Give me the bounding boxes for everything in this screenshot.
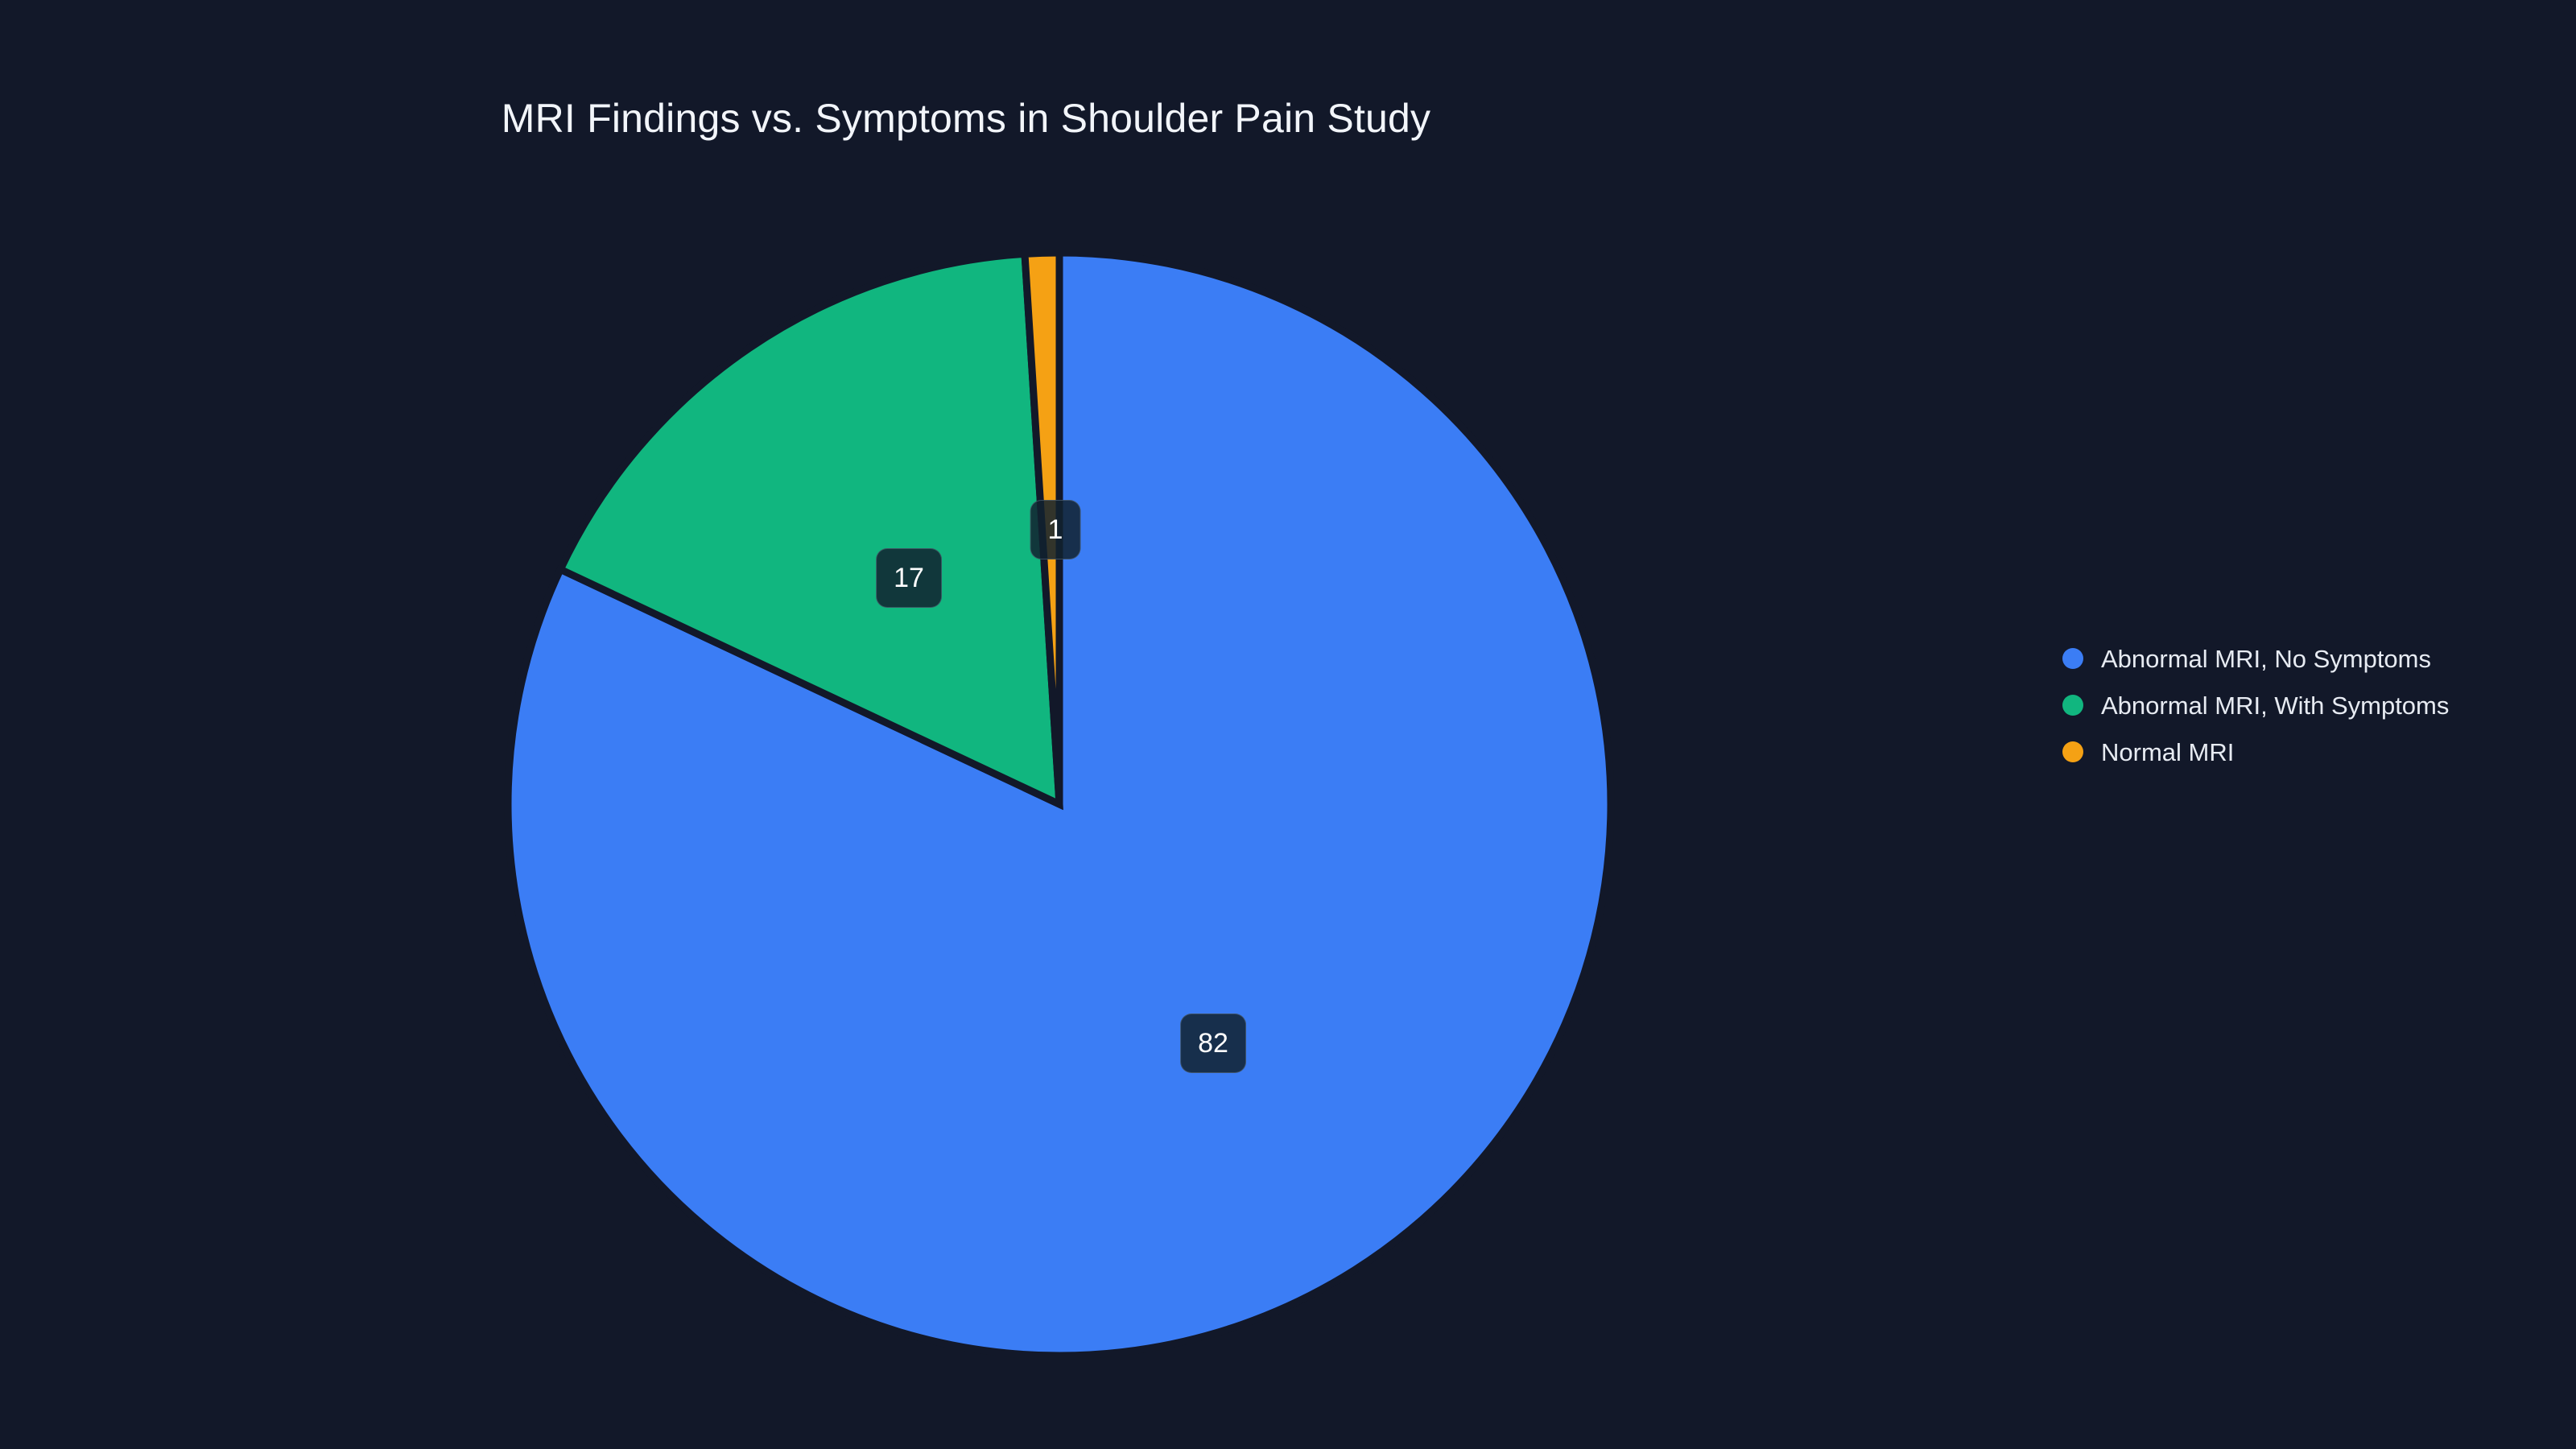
- legend-color-swatch-icon: [2062, 695, 2083, 716]
- legend-color-swatch-icon: [2062, 648, 2083, 669]
- legend-item[interactable]: Abnormal MRI, With Symptoms: [2062, 691, 2449, 720]
- legend-item[interactable]: Abnormal MRI, No Symptoms: [2062, 644, 2449, 673]
- legend-item-label: Normal MRI: [2101, 737, 2235, 766]
- pie-slice[interactable]: [555, 250, 1063, 811]
- chart-title: MRI Findings vs. Symptoms in Shoulder Pa…: [501, 96, 1431, 141]
- pie-slice-group: [504, 249, 1615, 1360]
- legend-item-label: Abnormal MRI, No Symptoms: [2101, 644, 2431, 673]
- pie-slice-value-label: 82: [1180, 1013, 1246, 1073]
- pie-slice-value-label: 17: [876, 548, 942, 608]
- pie-slice-value-label: 1: [1030, 500, 1081, 559]
- legend-color-swatch-icon: [2062, 741, 2083, 762]
- legend-item-label: Abnormal MRI, With Symptoms: [2101, 691, 2450, 720]
- legend-item[interactable]: Normal MRI: [2062, 737, 2449, 766]
